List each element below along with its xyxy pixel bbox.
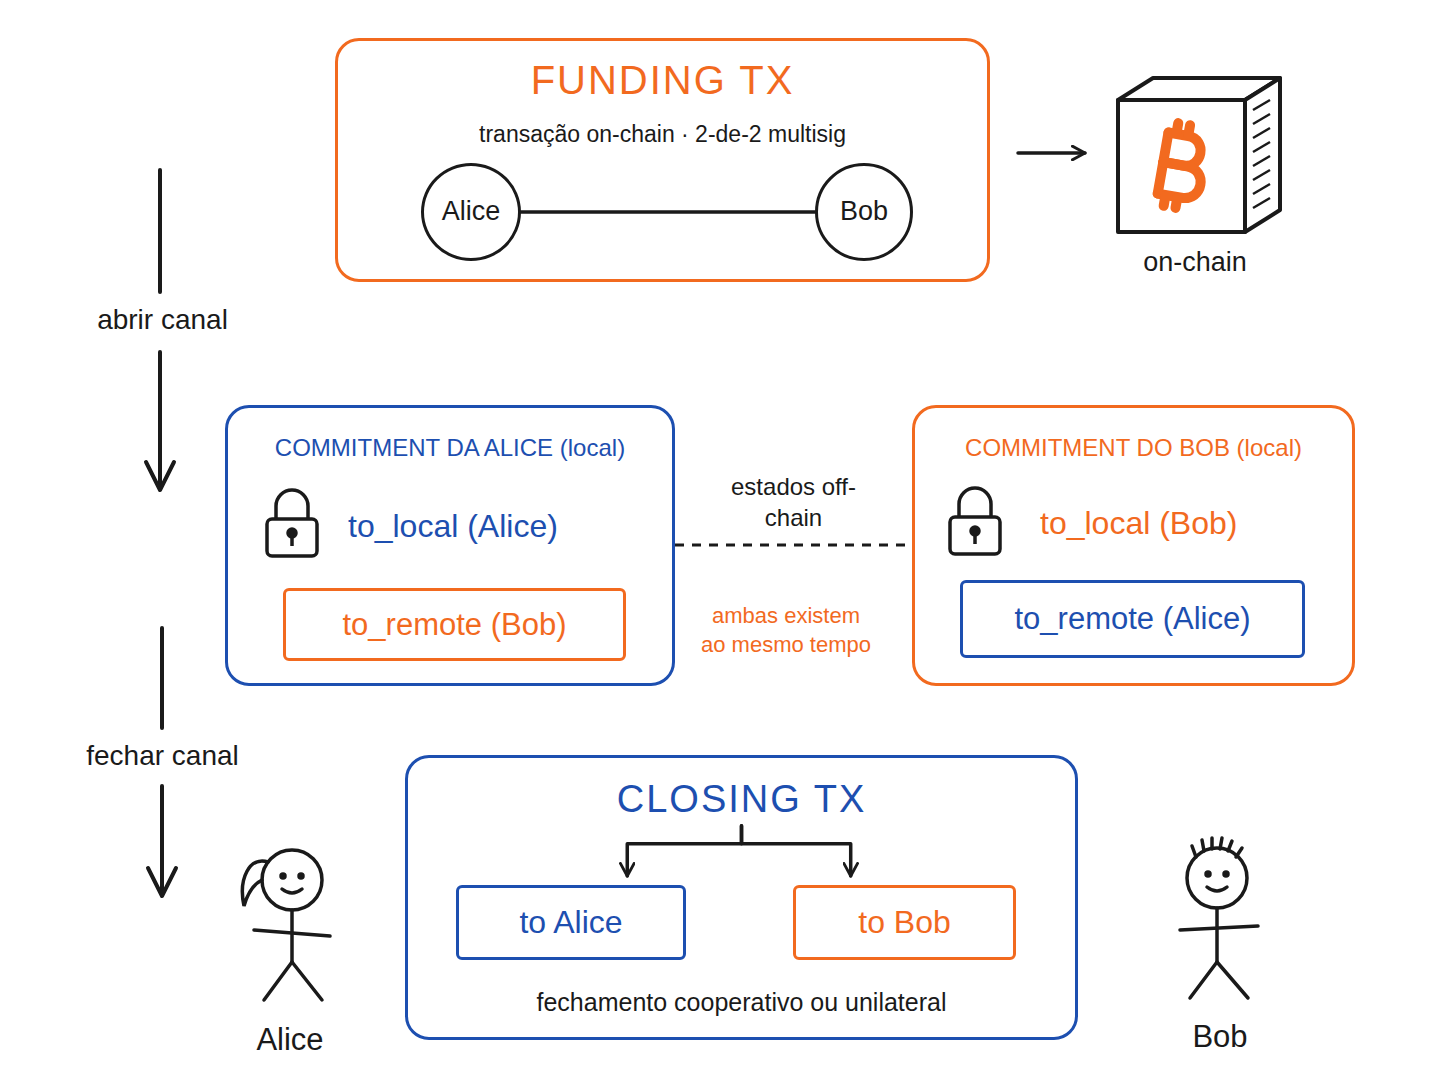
lock-icon [950,488,1000,554]
bitcoin-node-icon [1118,78,1280,232]
output-text: to_remote (Bob) [286,591,623,658]
vent-line [1253,198,1270,208]
figure-arms [254,930,330,936]
cube-side [1245,78,1280,232]
commitment-box: COMMITMENT DO BOB (local) to_local (Bob) t… [912,405,1355,686]
vent-line [1253,170,1270,180]
arrow-head [148,868,176,896]
vent-line [1253,128,1270,138]
figure-eye [281,874,285,878]
lock-icon [267,490,317,556]
node-caption: on-chain [1095,247,1295,278]
figure-hair [1192,838,1242,857]
party-name: Bob [818,166,910,258]
lock-body [950,517,1000,554]
party-circle: Bob [815,163,913,261]
bitcoin-symbol [1156,122,1210,212]
figure-leg [292,962,322,1000]
symbol-stroke [1164,123,1190,208]
commitment-box: COMMITMENT DA ALICE (local) to_local (Ali… [225,405,675,686]
connector-arrow [1018,151,1085,155]
alice-figure [242,850,330,1000]
lock-body [267,519,317,556]
arrow-head [146,462,174,490]
lock-shackle [959,488,991,518]
connector-arrow [627,826,741,876]
output-box: to_remote (Alice) [960,580,1305,658]
figure-eye [1206,872,1210,876]
person-name: Bob [1155,1017,1285,1057]
output-text: to Bob [796,888,1013,957]
figure-eye [1224,872,1228,876]
box-title: CLOSING TX [408,778,1075,822]
cube-vents [1253,100,1270,208]
figure-leg [264,962,292,1000]
box-subtitle: transação on-chain · 2-de-2 multisig [338,121,987,147]
output-text: to_local (Bob) [1040,505,1237,542]
flow-arrows [146,170,176,896]
bob-figure [1180,838,1258,998]
lock-keyhole [973,533,977,544]
figure-smile [282,889,302,893]
vent-line [1253,184,1270,194]
figure-eye [299,874,303,878]
output-text: to_remote (Alice) [963,583,1302,655]
step-label: fechar canal [55,738,270,774]
person-name: Alice [225,1020,355,1060]
output-text: to Alice [459,888,683,957]
vent-line [1253,114,1270,124]
dashed-link [675,544,912,547]
box-title: COMMITMENT DA ALICE (local) [228,434,672,462]
figure-leg [1217,962,1248,998]
box-title: FUNDING TX [338,57,987,103]
vent-line [1253,156,1270,166]
note-text: ambas existem ao mesmo tempo [700,602,872,659]
figure-leg [1190,962,1217,998]
figure-ponytail [242,861,268,906]
blockchain-node: on-chain [1095,75,1295,285]
funding-tx-box: FUNDING TX transação on-chain · 2-de-2 mu… [335,38,990,282]
flow-line [158,170,162,292]
vent-line [1253,100,1270,110]
closing-tx-box: CLOSING TX fechamento cooperativo ou unil… [405,755,1078,1040]
figure-body [290,910,294,962]
vent-line [1253,142,1270,152]
figure-head [262,850,322,910]
box-footer: fechamento cooperativo ou unilateral [408,988,1075,1017]
party-circle: Alice [421,163,521,261]
flow-line [160,786,164,894]
step-label: abrir canal [55,302,270,338]
box-title: COMMITMENT DO BOB (local) [915,434,1352,462]
lock-shackle [276,490,308,520]
cube-front [1118,100,1245,232]
output-box: to_remote (Bob) [283,588,626,661]
lock-keyhole [290,535,294,546]
connector-arrow [742,826,851,876]
output-text: to_local (Alice) [348,508,558,545]
figure-arms [1180,926,1258,930]
figure-smile [1207,887,1227,891]
output-box: to Bob [793,885,1016,960]
figure-body [1215,908,1219,962]
output-box: to Alice [456,885,686,960]
connector-arrow [521,210,815,214]
edge-label: estados off-chain [729,471,859,533]
party-name: Alice [424,166,518,258]
flow-line [158,352,162,488]
flow-line [160,628,164,728]
